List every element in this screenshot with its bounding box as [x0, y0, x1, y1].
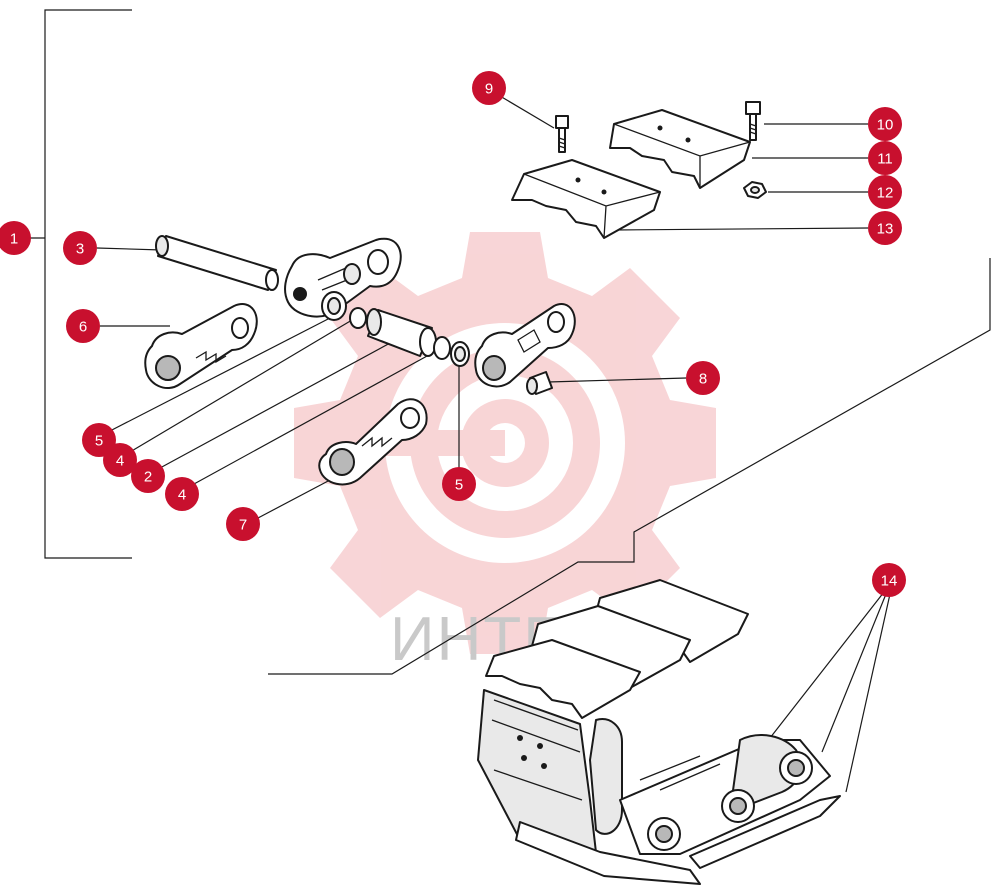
callout-9: 9: [472, 71, 506, 105]
svg-text:8: 8: [699, 371, 707, 388]
link-upper-part: [284, 237, 402, 318]
callout-5b: 5: [442, 467, 476, 501]
leader-13: [613, 227, 869, 231]
leader-14a: [769, 591, 885, 739]
svg-text:14: 14: [881, 573, 898, 590]
svg-text:6: 6: [79, 319, 87, 336]
callout-badges: 1 3 6 5 4 2 4 7: [0, 71, 906, 597]
svg-text:5: 5: [95, 433, 103, 450]
callout-4b: 4: [165, 477, 199, 511]
leader-main-track: [268, 258, 991, 675]
bolt-left-part: [555, 115, 569, 153]
leader-lines: [96, 95, 991, 793]
callout-12: 12: [868, 175, 902, 209]
svg-text:5: 5: [455, 477, 463, 494]
svg-text:7: 7: [239, 517, 247, 534]
leader-7: [257, 479, 331, 519]
track-shoe-lower-part: [511, 159, 661, 239]
svg-text:11: 11: [877, 151, 893, 168]
svg-text:10: 10: [877, 117, 894, 134]
svg-text:12: 12: [877, 185, 894, 202]
leader-2: [159, 341, 393, 469]
callout-14: 14: [872, 563, 906, 597]
callout-13: 13: [868, 211, 902, 245]
callout-4a: 4: [103, 443, 137, 477]
leader-5a: [107, 317, 331, 433]
pin-part: [155, 235, 279, 291]
bushing-assembly: [321, 291, 470, 367]
svg-text:1: 1: [10, 231, 18, 248]
small-pin-part: [526, 371, 553, 395]
leader-4b: [193, 349, 439, 485]
leader-14b: [821, 593, 887, 753]
link-right-part: [474, 303, 576, 388]
track-shoe-upper-part: [609, 109, 751, 189]
leader-14c: [845, 593, 891, 793]
bolt-right-part: [745, 101, 761, 141]
leader-8: [547, 377, 687, 383]
svg-text:13: 13: [877, 221, 894, 238]
link-lower-part: [318, 398, 428, 486]
callout-3: 3: [63, 231, 97, 265]
callout-6: 6: [66, 309, 100, 343]
leader-9: [499, 95, 555, 129]
callout-10: 10: [868, 107, 902, 141]
svg-text:4: 4: [116, 453, 124, 470]
callout-7: 7: [226, 507, 260, 541]
callout-8: 8: [686, 361, 720, 395]
track-chain-assembly: [477, 579, 841, 885]
svg-text:2: 2: [144, 469, 152, 486]
callout-11: 11: [868, 141, 902, 175]
svg-text:4: 4: [178, 487, 186, 504]
svg-text:9: 9: [485, 81, 493, 98]
callout-2: 2: [131, 459, 165, 493]
svg-text:3: 3: [76, 241, 84, 258]
link-left-part: [144, 303, 258, 389]
leader-3: [96, 247, 163, 251]
leader-4a: [129, 319, 353, 453]
callout-1: 1: [0, 221, 31, 255]
nut-part: [743, 181, 767, 199]
